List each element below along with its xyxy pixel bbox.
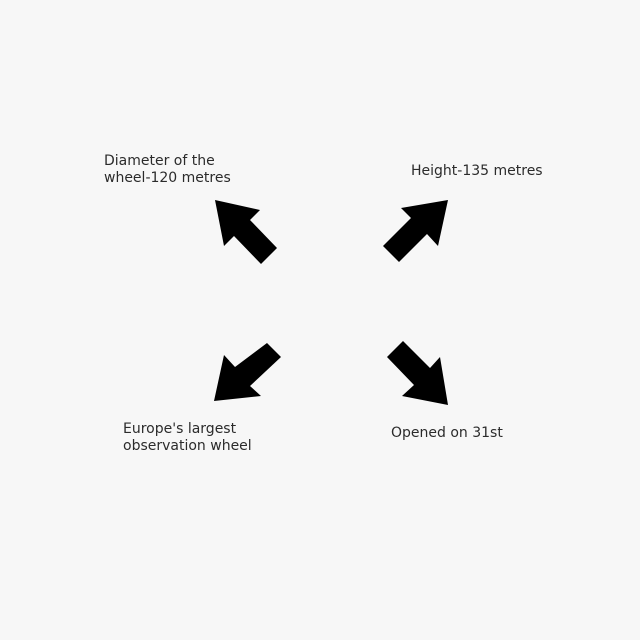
label-opened-line-1: Opened on 31st xyxy=(391,425,503,441)
arrow-down-right-icon xyxy=(387,341,448,405)
label-diameter-line-1: Diameter of the xyxy=(104,153,215,169)
arrow-up-right-icon xyxy=(383,200,448,262)
label-height: Height-135 metres xyxy=(411,163,543,180)
label-diameter-line-2: wheel-120 metres xyxy=(104,170,231,186)
label-height-line-1: Height-135 metres xyxy=(411,163,543,179)
label-opened: Opened on 31st xyxy=(391,425,503,442)
label-europe-line-1: Europe's largest xyxy=(123,421,237,437)
label-europe-line-2: observation wheel xyxy=(123,438,252,454)
arrow-down-left-icon xyxy=(214,343,281,401)
label-europe-largest: Europe's largest observation wheel xyxy=(123,421,252,455)
label-diameter: Diameter of the wheel-120 metres xyxy=(104,153,231,187)
arrow-up-left-icon xyxy=(215,200,277,264)
